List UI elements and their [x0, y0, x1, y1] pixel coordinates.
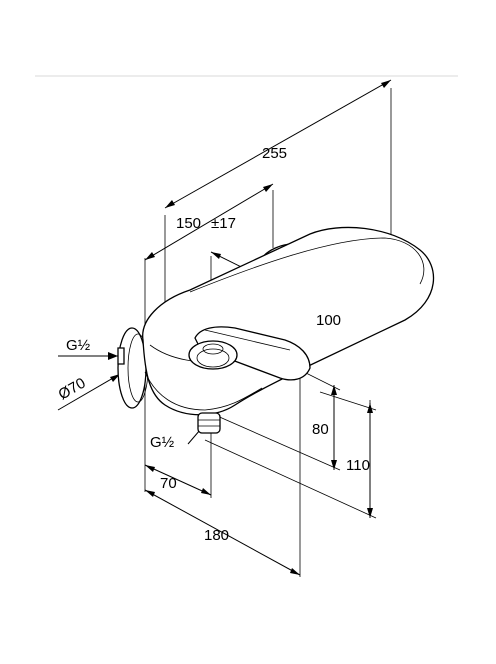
arrow-110-bottom: [367, 508, 373, 518]
dim-line-180: [144, 489, 301, 576]
arrow-100-left: [211, 252, 221, 259]
arrow-rosette: [110, 374, 120, 382]
ext-line-110-bottom: [204, 439, 377, 519]
thread-label-wall: G½: [66, 337, 91, 354]
thread-label-outlet: G½: [150, 434, 175, 451]
arrow-70-left: [145, 465, 155, 472]
dim-label-100: 100: [316, 312, 341, 329]
bath-mixer-outline: [117, 226, 435, 434]
leader-rosette: [57, 373, 121, 411]
dim-label-150-tolerance: ±17: [211, 215, 236, 232]
ext-line-110-top: [319, 391, 377, 411]
ext-line-80-bottom: [214, 414, 341, 471]
body-top-edge: [189, 237, 425, 293]
arrow-255-left: [165, 200, 175, 208]
outlet-nipple: [197, 412, 221, 434]
diverter-knob-inner: [196, 348, 230, 368]
diverter-knob-outer: [188, 340, 238, 370]
dim-label-80: 80: [312, 421, 329, 438]
arrow-80-bottom: [331, 460, 337, 470]
leader-thread-outlet: [187, 429, 201, 445]
rosette-diameter-label: Ø70: [56, 375, 89, 404]
arrow-255-right: [381, 80, 391, 88]
dim-label-180: 180: [204, 527, 229, 544]
arrow-180-left: [145, 490, 155, 497]
dim-label-150: 150: [176, 215, 201, 232]
dim-label-70: 70: [160, 475, 177, 492]
arrow-thread-wall: [108, 352, 118, 360]
arrow-150-left: [145, 252, 155, 260]
body-lower-face: [144, 371, 263, 411]
wall-connector: [117, 347, 125, 365]
arrow-180-right: [290, 568, 300, 575]
lever-handle-edge: [204, 329, 291, 351]
diverter-knob-cap: [202, 343, 224, 355]
arrow-110-top: [367, 403, 373, 413]
mixer-body: [142, 226, 435, 416]
dim-label-110: 110: [346, 457, 370, 474]
arrow-80-top: [331, 385, 337, 395]
dim-line-70: [144, 464, 212, 496]
dim-line-255: [164, 79, 392, 209]
dim-line-150: [144, 183, 274, 261]
arrow-70-right: [201, 488, 211, 495]
dim-label-255: 255: [262, 145, 287, 162]
arrow-150-right: [263, 184, 273, 192]
